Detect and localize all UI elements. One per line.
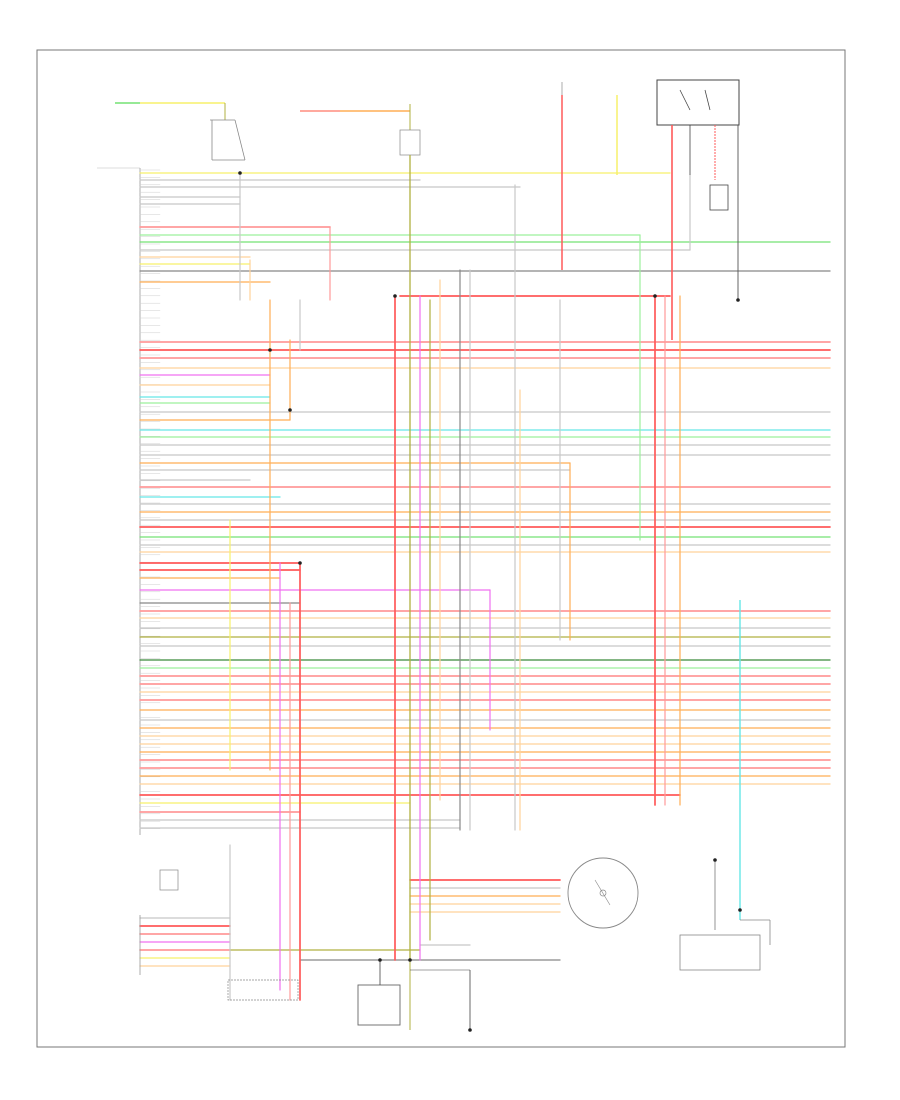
top-center-feed	[300, 104, 421, 960]
splice-dot-icon	[468, 1028, 472, 1032]
connector-pin-rows	[139, 169, 161, 829]
distributor-icon	[567, 857, 639, 929]
bottom-left-connector	[139, 869, 179, 975]
splice-dot-icon	[288, 408, 292, 412]
splice-dot-icon	[238, 171, 242, 175]
splice-dot-icon	[393, 294, 397, 298]
bottom-right-sensor	[679, 600, 771, 971]
splice-dot-icon	[298, 561, 302, 565]
splice-dot-icon	[268, 348, 272, 352]
splice-dot-icon	[378, 958, 382, 962]
main-module-connector	[97, 167, 141, 835]
ground-icon	[227, 979, 299, 1001]
splice-dots	[238, 171, 742, 1032]
splice-dot-icon	[738, 908, 742, 912]
diagram-border	[36, 49, 846, 1048]
splice-dot-icon	[736, 298, 740, 302]
bottom-center-module	[357, 960, 471, 1030]
top-left-switch	[115, 102, 246, 161]
splice-dot-icon	[713, 858, 717, 862]
horizontal-wires	[139, 172, 831, 967]
splice-dot-icon	[653, 294, 657, 298]
relay-box	[656, 79, 740, 340]
vertical-wires	[229, 171, 691, 1001]
splice-dot-icon	[408, 958, 412, 962]
relay-icon	[656, 79, 740, 126]
